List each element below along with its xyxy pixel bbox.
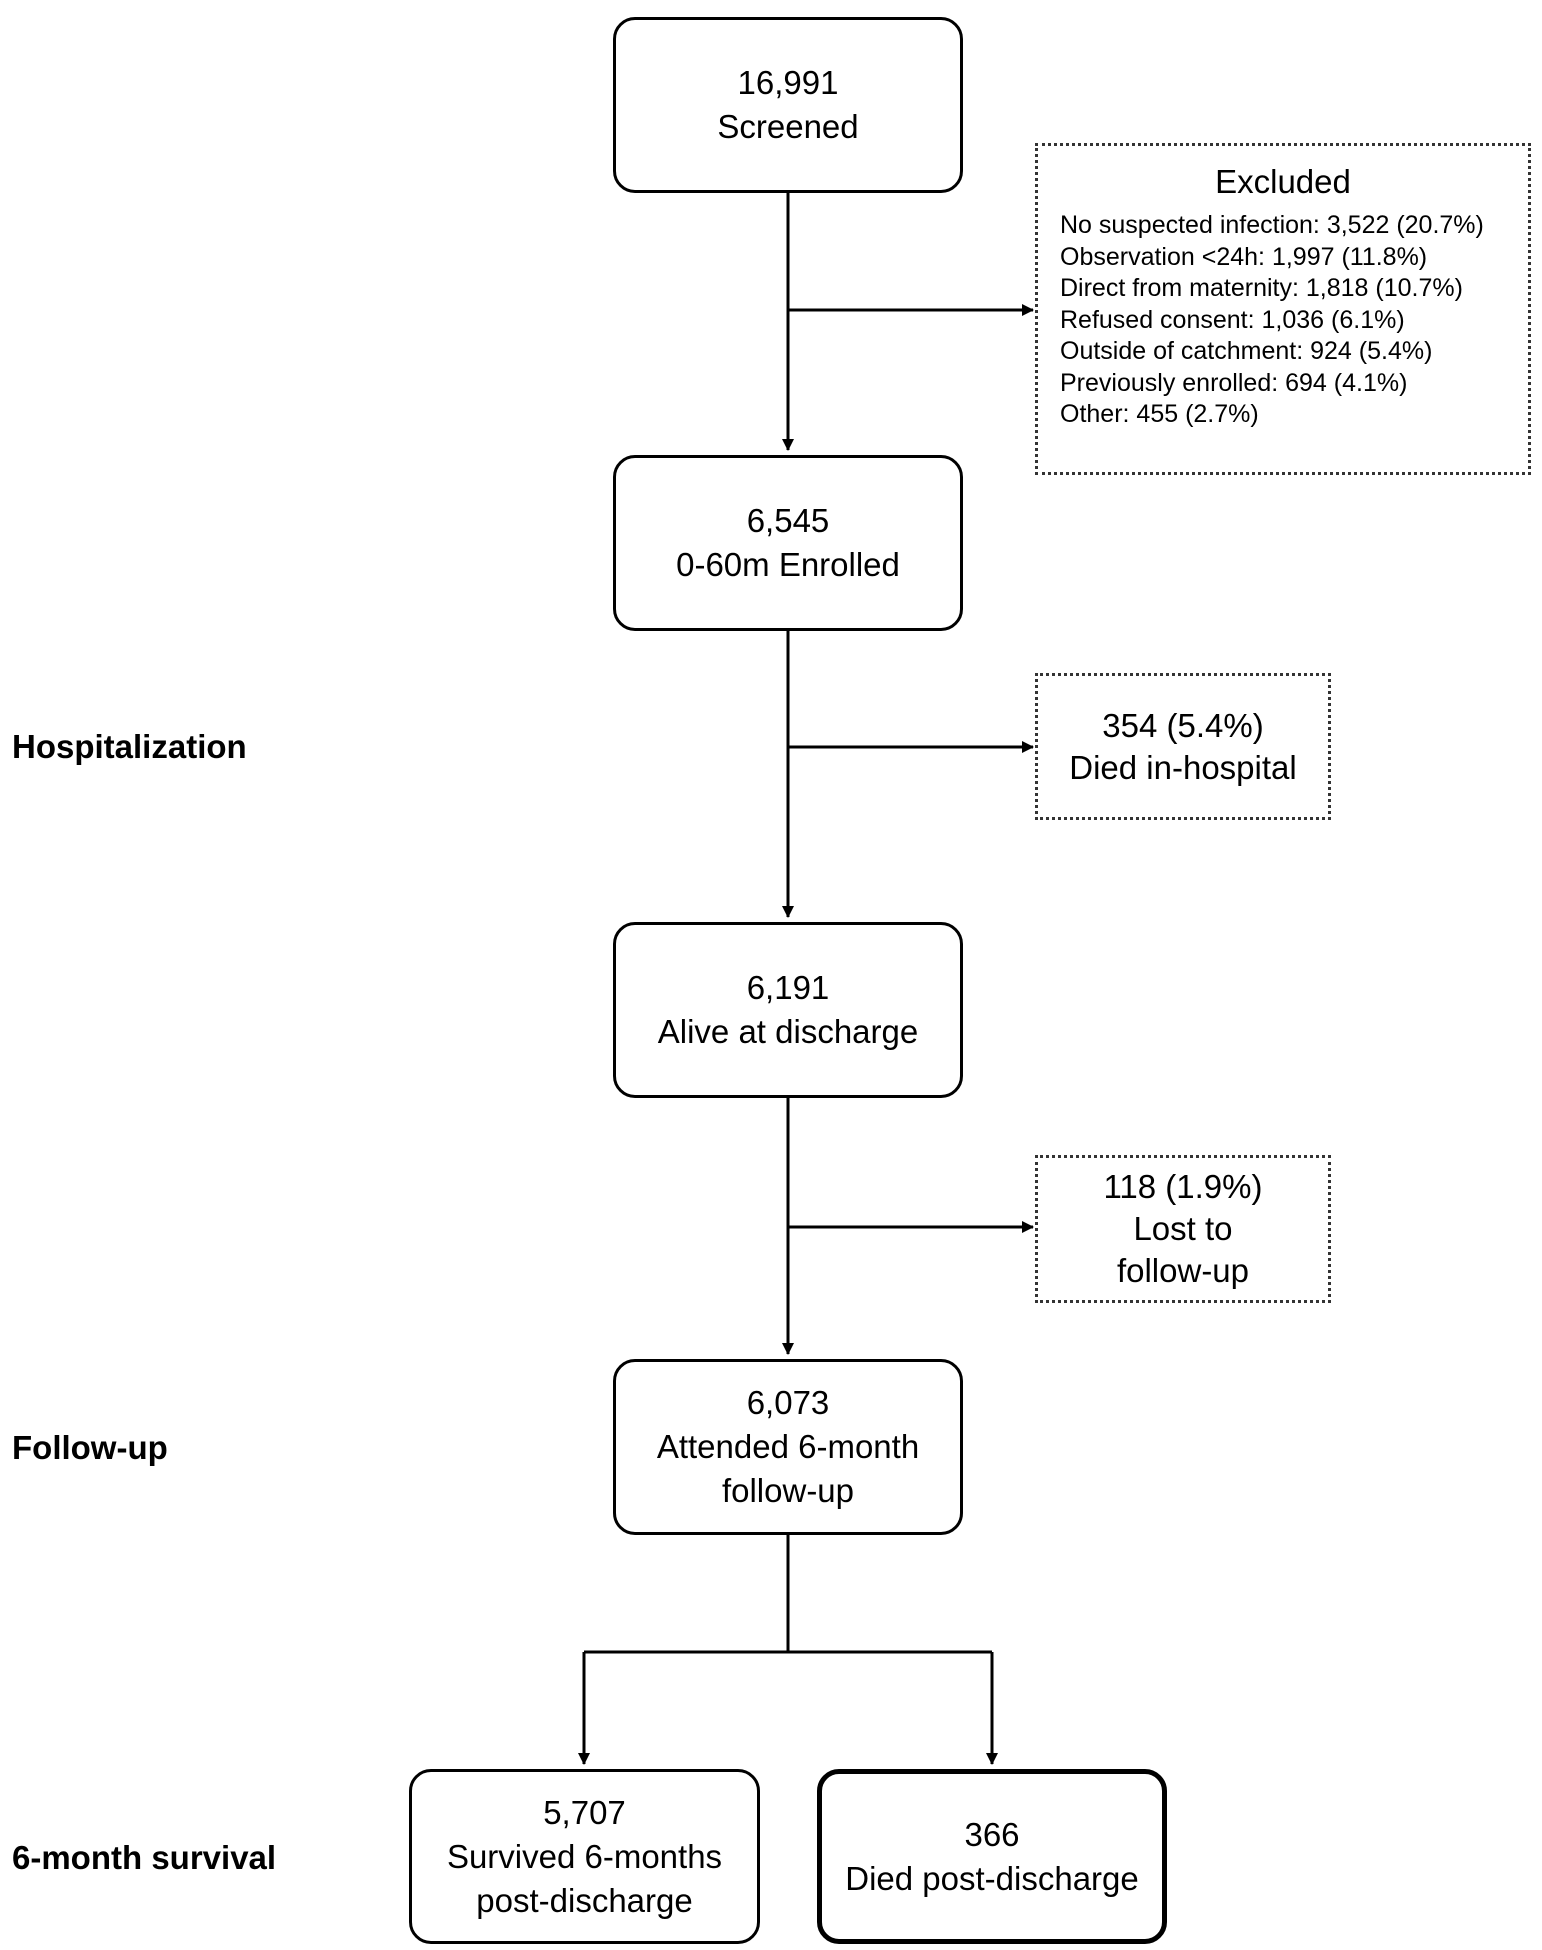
screened-count: 16,991 <box>737 64 839 101</box>
enrolled-count: 6,545 <box>746 502 830 539</box>
excluded-item-previously-enrolled: Previously enrolled: 694 (4.1%) <box>1060 368 1408 397</box>
screened-label: Screened <box>717 108 859 145</box>
attended-follow-up-line2: follow-up <box>721 1472 855 1509</box>
excluded-item-refused-consent: Refused consent: 1,036 (6.1%) <box>1060 305 1405 334</box>
excluded-item-observation: Observation <24h: 1,997 (11.8%) <box>1060 242 1428 271</box>
lost-to-follow-up-box: 118 (1.9%) Lost to follow-up <box>1035 1155 1331 1303</box>
excluded-item-other: Other: 455 (2.7%) <box>1060 400 1259 428</box>
alive-at-discharge-count: 6,191 <box>746 969 830 1006</box>
alive-at-discharge-box: 6,191 Alive at discharge <box>613 922 963 1098</box>
attended-follow-up-line1: Attended 6-month <box>656 1428 920 1465</box>
died-post-discharge-count: 366 <box>964 1815 1020 1853</box>
died-post-discharge-label: Died post-discharge <box>845 1859 1139 1897</box>
lost-to-follow-up-line1: Lost to <box>1133 1210 1233 1247</box>
enrolled-box: 6,545 0-60m Enrolled <box>613 455 963 631</box>
died-post-discharge-box: 366 Died post-discharge <box>817 1769 1167 1944</box>
attended-follow-up-box: 6,073 Attended 6-month follow-up <box>613 1359 963 1535</box>
excluded-title: Excluded <box>1215 163 1351 200</box>
survived-line2: post-discharge <box>476 1881 693 1919</box>
died-in-hospital-count: 354 (5.4%) <box>1102 706 1264 744</box>
lost-to-follow-up-count: 118 (1.9%) <box>1103 1168 1263 1205</box>
survived-box: 5,707 Survived 6-months post-discharge <box>409 1769 760 1944</box>
stage-label-6-month-survival: 6-month survival <box>12 1839 277 1876</box>
stage-label-follow-up: Follow-up <box>12 1429 168 1466</box>
excluded-list: No suspected infection: 3,522 (20.7%) Ob… <box>1038 210 1528 431</box>
attended-follow-up-count: 6,073 <box>746 1384 830 1421</box>
survived-line1: Survived 6-months <box>446 1837 723 1875</box>
survived-count: 5,707 <box>543 1793 626 1831</box>
screened-box: 16,991 Screened <box>613 17 963 193</box>
alive-at-discharge-label: Alive at discharge <box>657 1013 919 1050</box>
enrolled-label: 0-60m Enrolled <box>676 546 900 583</box>
died-in-hospital-box: 354 (5.4%) Died in-hospital <box>1035 673 1331 820</box>
excluded-item-no-suspected-infection: No suspected infection: 3,522 (20.7%) <box>1060 211 1484 239</box>
stage-label-hospitalization: Hospitalization <box>12 728 247 765</box>
excluded-item-direct-from-maternity: Direct from maternity: 1,818 (10.7%) <box>1060 274 1463 302</box>
died-in-hospital-label: Died in-hospital <box>1069 748 1297 786</box>
lost-to-follow-up-line2: follow-up <box>1116 1252 1250 1289</box>
excluded-box: Excluded No suspected infection: 3,522 (… <box>1035 143 1531 475</box>
excluded-item-outside-catchment: Outside of catchment: 924 (5.4%) <box>1060 337 1433 365</box>
